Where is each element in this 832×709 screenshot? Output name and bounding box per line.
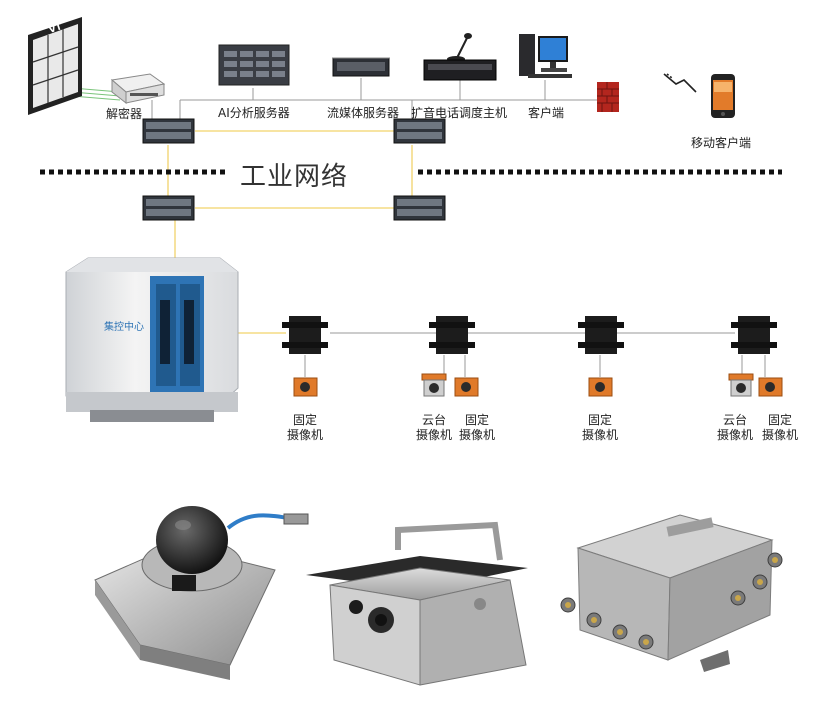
fixed-camera-icon-4 — [758, 377, 783, 397]
video-wall-icon — [28, 17, 82, 115]
junction-box-4 — [731, 316, 777, 354]
ai-server-label: AI分析服务器 — [218, 106, 290, 120]
ptz-camera-icon-2 — [421, 373, 447, 397]
stainless-junction-box-photo — [560, 514, 783, 672]
camera-label-fixed-1: 固定摄像机 — [286, 413, 323, 442]
client-label: 客户端 — [528, 106, 565, 120]
fixed-camera-icon-3 — [588, 377, 613, 397]
videowall-text: VT — [48, 22, 64, 36]
fixed-camera-icon-2 — [454, 377, 479, 397]
decoder-label: 解密器 — [106, 107, 143, 121]
media-server-label: 流媒体服务器 — [327, 106, 400, 120]
control-center-cabin — [65, 257, 239, 422]
ptz-camera-icon-4 — [728, 373, 754, 397]
dispatch-host-label: 扩音电话调度主机 — [411, 106, 508, 120]
cabin-sign: 集控中心 — [104, 320, 144, 333]
camera-label-ptz-4: 云台摄像机 — [716, 413, 753, 442]
ai-server-icon — [218, 44, 290, 86]
client-pc-icon — [519, 34, 572, 78]
dome-camera-photo — [94, 506, 309, 680]
mobile-client-label: 移动客户端 — [691, 136, 752, 150]
camera-label-ptz-2: 云台摄像机 — [415, 413, 452, 442]
switch-bottom-right — [393, 195, 446, 221]
media-server-icon — [332, 57, 390, 77]
decoder-icon — [110, 73, 166, 105]
junction-box-3 — [578, 316, 624, 354]
network-label: 工业网络 — [240, 162, 349, 192]
junction-box-2 — [429, 316, 475, 354]
dispatch-host-icon — [423, 33, 497, 81]
fixed-camera-housing-photo — [306, 521, 528, 686]
switch-top-right — [393, 118, 446, 144]
junction-drops — [304, 355, 766, 377]
camera-label-fixed-2: 固定摄像机 — [458, 413, 495, 442]
wireless-link-icon — [663, 73, 697, 93]
switch-bottom-left — [142, 195, 195, 221]
mobile-phone-icon — [711, 74, 735, 118]
firewall-icon — [597, 82, 619, 112]
switch-top-left — [142, 118, 195, 144]
camera-label-fixed-4: 固定摄像机 — [761, 413, 798, 442]
junction-box-1 — [282, 316, 328, 354]
fixed-camera-icon-1 — [293, 377, 318, 397]
camera-label-fixed-3: 固定摄像机 — [581, 413, 618, 442]
switch-ring — [167, 130, 413, 334]
